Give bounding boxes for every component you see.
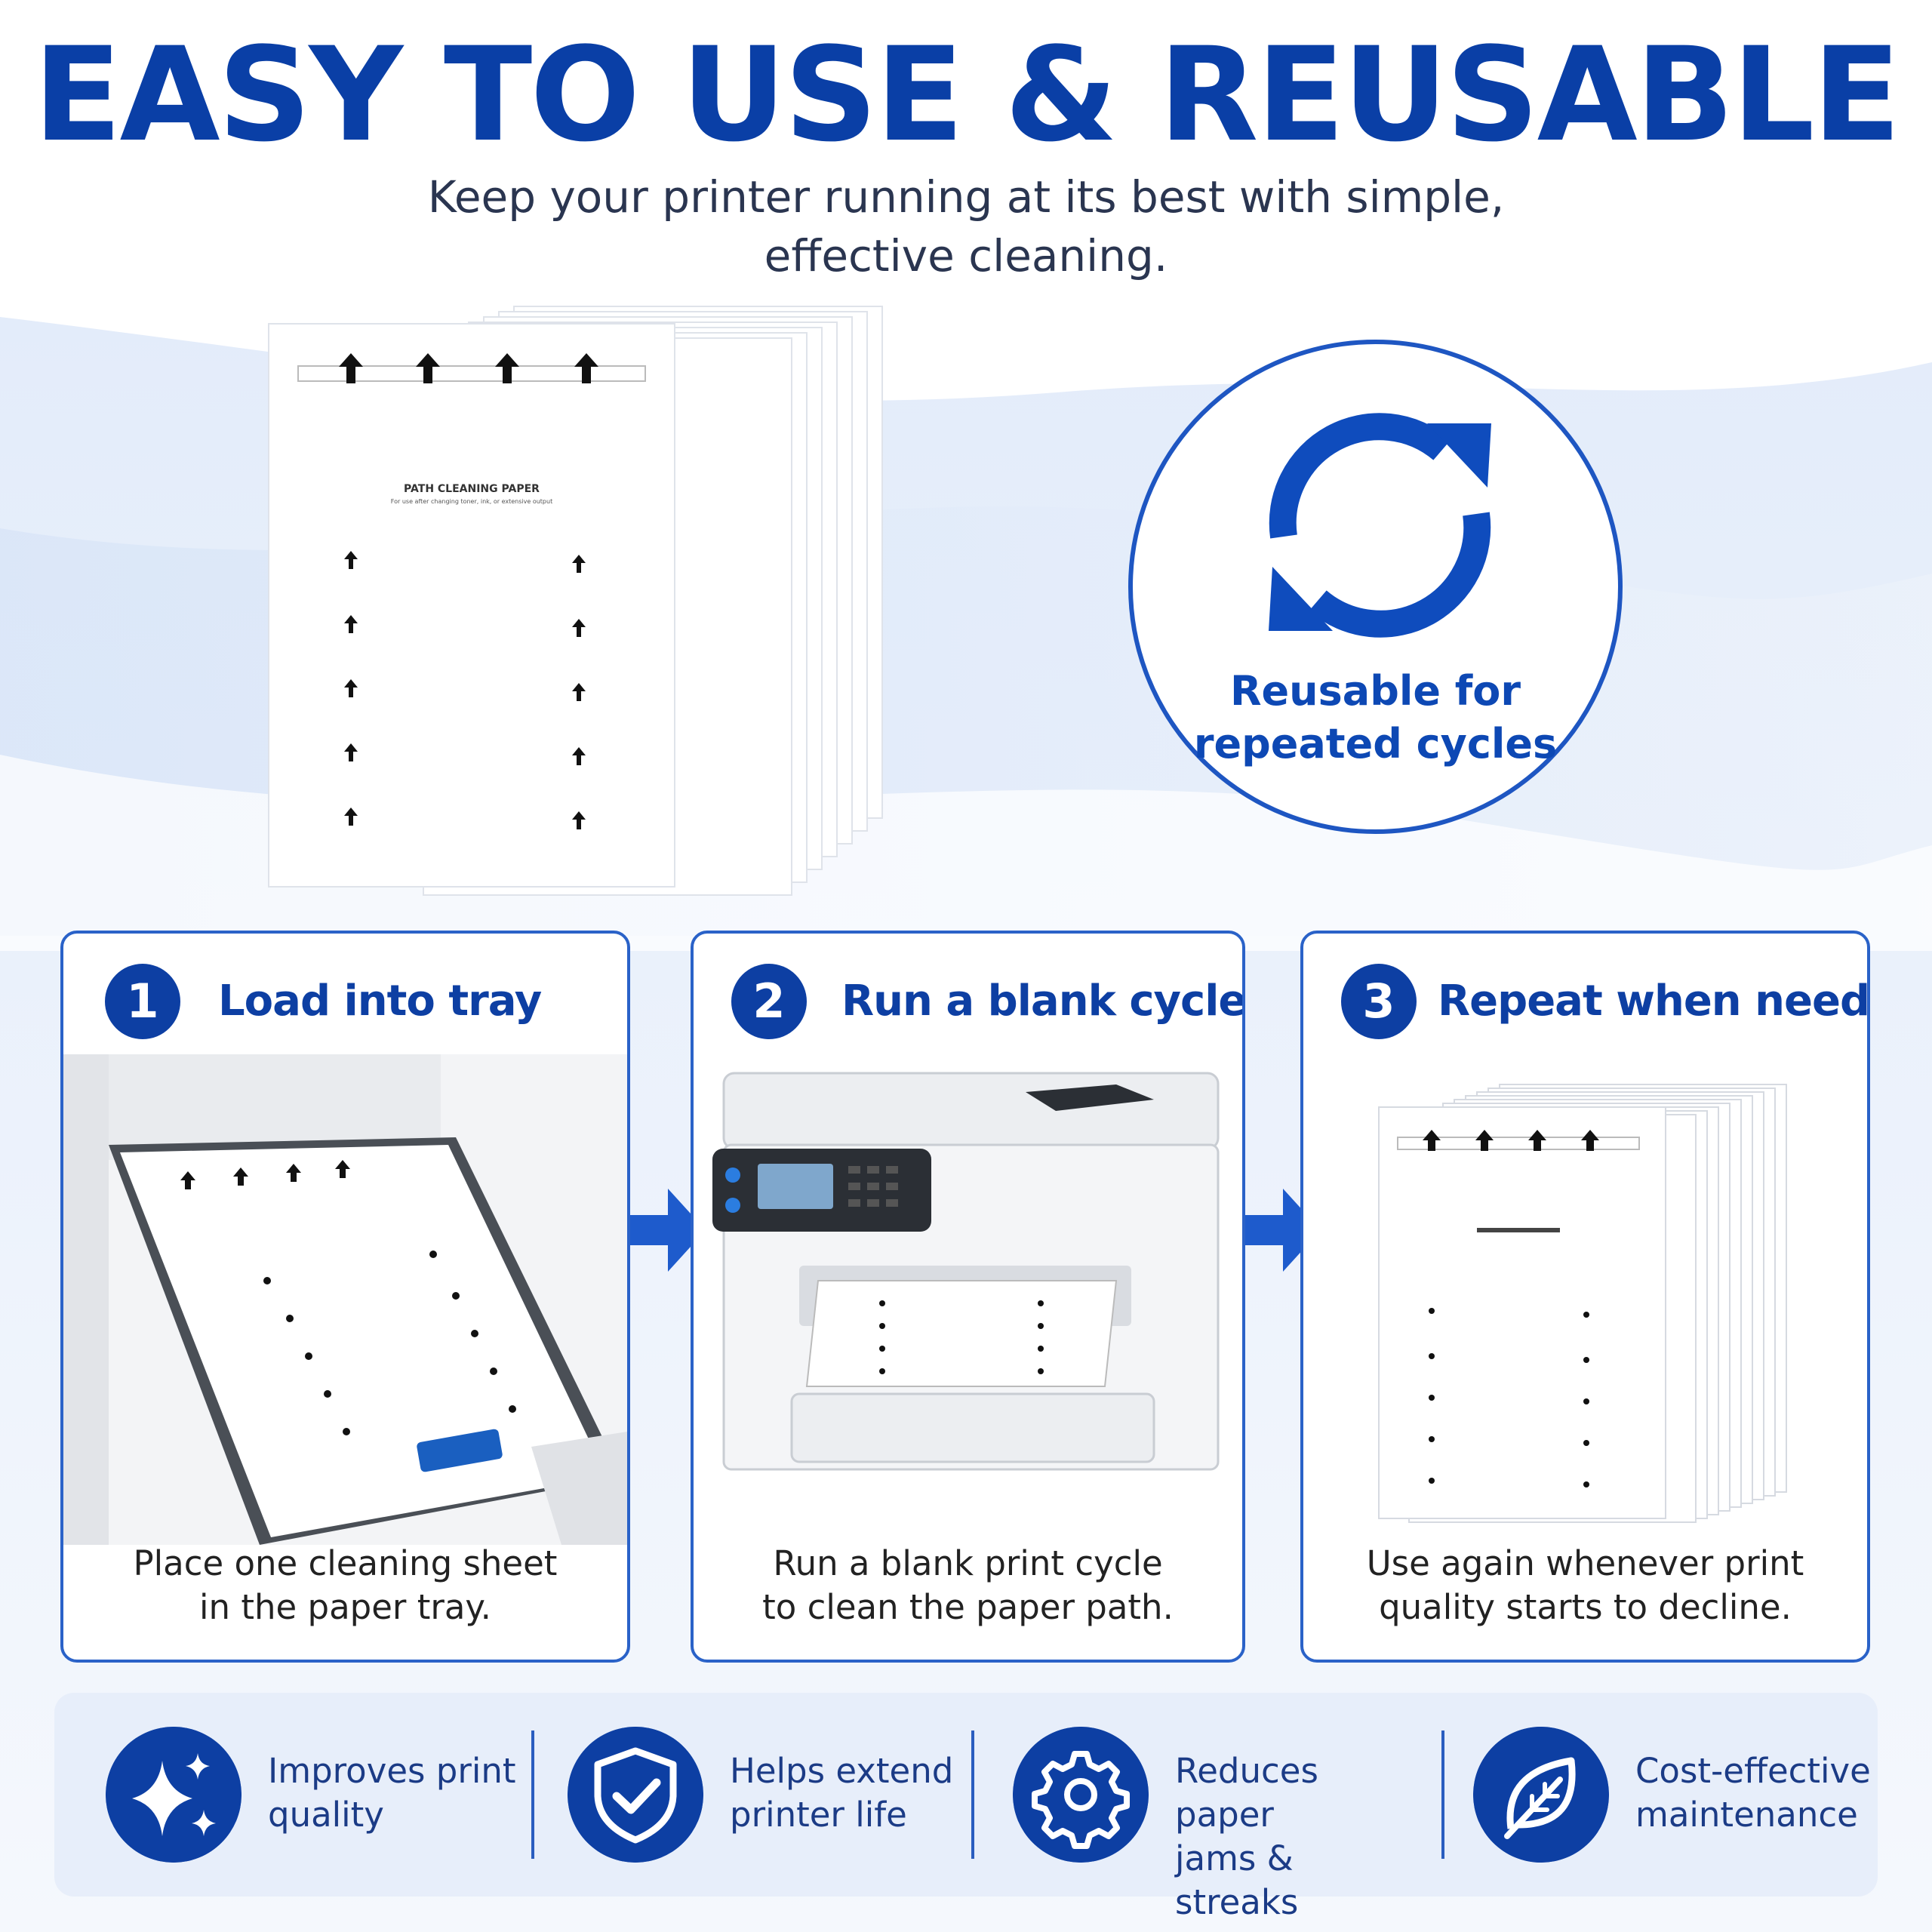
shield-check-icon xyxy=(568,1727,703,1863)
step-description: Run a blank print cycle to clean the pap… xyxy=(694,1542,1242,1629)
step-description: Place one cleaning sheet in the paper tr… xyxy=(63,1542,627,1629)
benefit-line-2: jams & streaks xyxy=(1175,1838,1299,1922)
benefit-cost-effective: Cost-effective maintenance xyxy=(1473,1727,1871,1863)
step-title: Load into tray xyxy=(218,977,542,1026)
step-description-line-1: Run a blank print cycle xyxy=(773,1543,1163,1583)
cleaning-paper-stack: PATH CLEANING PAPER For use after changi… xyxy=(268,302,887,898)
step-description: Use again whenever print quality starts … xyxy=(1303,1542,1867,1629)
step-title: Repeat when needed xyxy=(1438,977,1870,1026)
benefit-text: Reduces paper jams & streaks xyxy=(1175,1749,1424,1924)
sheet-arrows-art xyxy=(297,353,646,829)
tray-loading-photo xyxy=(63,1054,627,1545)
step-description-line-2: to clean the paper path. xyxy=(762,1587,1174,1627)
step-number: 1 xyxy=(105,964,180,1039)
front-sheet: PATH CLEANING PAPER For use after changi… xyxy=(268,323,675,888)
step-card-3: 3 Repeat when needed Use again wheneve xyxy=(1300,931,1870,1663)
reuse-line-1: Reusable for xyxy=(1229,667,1521,715)
cleaning-sheet-stack-photo xyxy=(1303,1054,1867,1545)
step-description-line-2: quality starts to decline. xyxy=(1379,1587,1792,1627)
printer-photo xyxy=(694,1054,1242,1545)
step-description-line-2: in the paper tray. xyxy=(199,1587,491,1627)
benefit-reduces-jams: Reduces paper jams & streaks xyxy=(1013,1727,1405,1922)
subheadline: Keep your printer running at its best wi… xyxy=(427,171,1505,281)
benefit-printer-life: Helps extend printer life xyxy=(568,1727,960,1863)
refresh-cycle-icon xyxy=(1269,413,1491,638)
benefit-line-1: Reduces paper xyxy=(1175,1751,1318,1835)
gear-icon xyxy=(1013,1727,1149,1863)
benefit-text: Cost-effective maintenance xyxy=(1635,1749,1884,1837)
step-title: Run a blank cycle xyxy=(841,977,1245,1026)
benefit-text: Improves print quality xyxy=(268,1749,517,1837)
benefit-print-quality: Improves print quality xyxy=(106,1727,516,1863)
sheet-title: PATH CLEANING PAPER xyxy=(404,483,540,495)
step-number: 2 xyxy=(731,964,807,1039)
benefit-line-1: Cost-effective xyxy=(1635,1751,1871,1791)
benefit-line-2: maintenance xyxy=(1635,1795,1858,1835)
benefit-line-1: Improves print xyxy=(268,1751,516,1791)
benefit-text: Helps extend printer life xyxy=(730,1749,979,1837)
leaf-icon xyxy=(1473,1727,1609,1863)
divider xyxy=(971,1730,974,1859)
benefit-line-2: printer life xyxy=(730,1795,907,1835)
reuse-badge: Reusable for repeated cycles xyxy=(1128,340,1623,834)
benefit-line-2: quality xyxy=(268,1795,384,1835)
benefit-line-1: Helps extend xyxy=(730,1751,954,1791)
divider xyxy=(1441,1730,1444,1859)
sparkle-icon xyxy=(106,1727,242,1863)
step-number: 3 xyxy=(1341,964,1417,1039)
step-description-line-1: Use again whenever print xyxy=(1366,1543,1804,1583)
benefits-bar: Improves print quality Helps extend prin… xyxy=(54,1693,1878,1922)
headline: EASY TO USE & REUSABLE xyxy=(33,19,1901,171)
sheet-subtitle: For use after changing toner, ink, or ex… xyxy=(390,498,553,505)
step-card-2: 2 Run a blank cycle Run a blank print cy… xyxy=(691,931,1245,1663)
reuse-text: Reusable for repeated cycles xyxy=(1133,665,1618,771)
step-description-line-1: Place one cleaning sheet xyxy=(133,1543,558,1583)
reuse-line-2: repeated cycles xyxy=(1193,720,1558,768)
step-card-1: 1 Load into tray Place one cleaning shee… xyxy=(60,931,630,1663)
arrow-right-icon xyxy=(630,1189,706,1272)
divider xyxy=(531,1730,534,1859)
